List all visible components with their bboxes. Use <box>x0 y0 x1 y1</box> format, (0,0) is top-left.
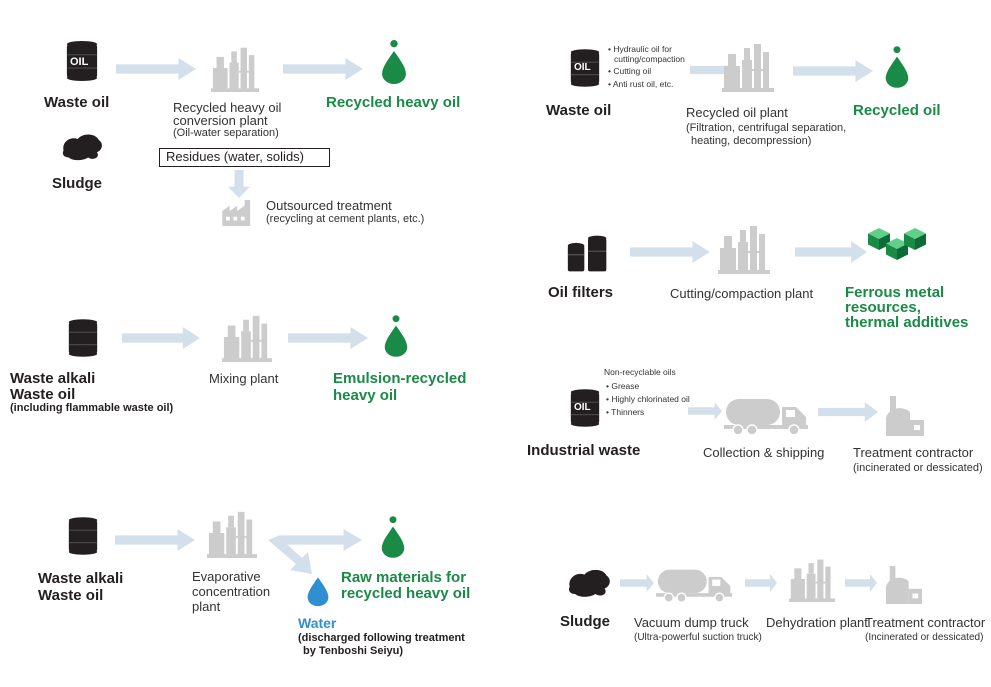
flow5-input: Oil filters <box>548 284 614 301</box>
cubes-icon <box>868 228 926 260</box>
flow2-output-line2: heavy oil <box>333 387 398 404</box>
flow-arrow <box>116 58 196 80</box>
flow-arrow <box>845 574 877 592</box>
drum-label: OIL <box>574 402 591 413</box>
flow4-input: Waste oil <box>546 102 612 119</box>
sludge-blob-icon <box>566 566 612 598</box>
flow4-process-note-line1: (Filtration, centrifugal separation, <box>686 122 847 134</box>
flow5-output-line3: thermal additives <box>845 314 969 331</box>
droplet-icon <box>383 315 409 357</box>
flow6-process: Collection & shipping <box>703 445 825 460</box>
flow6-output: Treatment contractor <box>853 445 974 460</box>
flow3-input-line2: Waste oil <box>38 587 104 604</box>
sludge-blob-icon <box>60 130 104 162</box>
flow3-output-line2: recycled heavy oil <box>341 585 471 602</box>
flow3-process-line1: Evaporative <box>192 569 261 584</box>
incinerator-icon <box>884 396 924 436</box>
flow3-water: Water <box>298 615 337 631</box>
flow6-output-note: (incinerated or dessicated) <box>853 462 983 474</box>
flow3-process-line3: plant <box>192 599 221 614</box>
flow4-note-1: • Hydraulic oil for <box>608 44 672 54</box>
flow4-note-2: cutting/compaction <box>614 54 685 64</box>
flow2-input-line3: (including flammable waste oil) <box>10 402 174 414</box>
flow-arrow <box>115 529 195 551</box>
flow2-output-line1: Emulsion-recycled <box>333 370 467 387</box>
flow3-output-line1: Raw materials for <box>341 569 467 586</box>
droplet-icon <box>380 516 406 558</box>
flow6-notes-title: Non-recyclable oils <box>604 367 676 377</box>
flow5-output-line2: resources, <box>845 299 921 316</box>
plant-icon <box>718 222 770 274</box>
flow6-note-2: • Highly chlorinated oil <box>606 394 690 404</box>
flow6-note-1: • Grease <box>606 381 640 391</box>
flow-arrow <box>122 327 200 349</box>
flow-arrow <box>630 241 710 263</box>
flow2-input-line2: Waste oil <box>10 386 76 403</box>
flow3-input-line1: Waste alkali <box>38 570 124 587</box>
flow7-step1-note: (Ultra-powerful suction truck) <box>634 632 762 643</box>
flow1-outsourced-line1: Outsourced treatment <box>266 198 392 213</box>
flow1-output: Recycled heavy oil <box>326 94 461 111</box>
flow1-process-line1: Recycled heavy oil <box>173 100 282 115</box>
flow6-input: Industrial waste <box>527 442 641 459</box>
flow2-process: Mixing plant <box>209 371 279 386</box>
flow-arrow <box>745 574 777 592</box>
flow7-input: Sludge <box>560 613 611 630</box>
flow3-water-note-line1: (discharged following treatment <box>298 632 465 644</box>
flow-arrow <box>283 58 363 80</box>
flow4-process-note-line2: heating, decompression) <box>691 135 812 147</box>
factory-icon <box>222 200 256 226</box>
flow7-step1: Vacuum dump truck <box>634 615 749 630</box>
flow7-output: Treatment contractor <box>865 615 986 630</box>
flow4-note-4: • Anti rust oil, etc. <box>608 79 674 89</box>
flow5-output-line1: Ferrous metal <box>845 284 945 301</box>
flow1-input-sludge: Sludge <box>52 175 103 192</box>
flow6-note-3: • Thinners <box>606 407 645 417</box>
flow3-process-line2: concentration <box>192 584 271 599</box>
drum-label: OIL <box>70 56 89 68</box>
flow-arrow <box>795 241 867 263</box>
flow1-process-line2: conversion plant <box>173 113 268 128</box>
flow2-input-line1: Waste alkali <box>10 370 96 387</box>
flow-arrow-down <box>228 170 250 198</box>
flow-arrow <box>688 402 722 420</box>
flow-arrow <box>818 402 878 422</box>
oil-drum-icon <box>68 516 98 556</box>
tanker-truck-icon <box>656 566 734 604</box>
tanker-truck-icon <box>724 395 810 437</box>
flow-arrow-branch <box>268 536 312 574</box>
flow4-output: Recycled oil <box>853 102 941 119</box>
flow-arrow <box>620 574 654 592</box>
water-droplet-icon <box>307 577 329 607</box>
flow4-note-3: • Cutting oil <box>608 66 652 76</box>
droplet-icon <box>380 40 408 84</box>
flow-arrow <box>288 327 368 349</box>
flow3-water-note-line2: by Tenboshi Seiyu) <box>303 645 404 657</box>
flow1-input-waste-oil: Waste oil <box>44 94 110 111</box>
plant-icon <box>222 312 272 362</box>
plant-icon <box>789 556 835 602</box>
droplet-icon <box>884 45 910 89</box>
oil-filter-icon <box>566 234 610 272</box>
flow1-process-line3: (Oil-water separation) <box>173 127 279 139</box>
flow7-step2: Dehydration plant <box>766 615 868 630</box>
flow1-residue-box: Residues (water, solids) <box>159 148 330 167</box>
flow5-process: Cutting/compaction plant <box>670 286 814 301</box>
incinerator-icon <box>884 566 922 604</box>
plant-icon <box>722 40 774 92</box>
flow4-process: Recycled oil plant <box>686 105 788 120</box>
oil-drum-icon <box>68 318 98 358</box>
plant-icon <box>207 508 257 558</box>
flow-arrow <box>793 60 873 82</box>
drum-label: OIL <box>574 62 591 73</box>
flow1-outsourced-line2: (recycling at cement plants, etc.) <box>266 213 425 225</box>
plant-icon <box>211 44 259 92</box>
flow7-output-note: (Incinerated or dessicated) <box>865 632 984 643</box>
